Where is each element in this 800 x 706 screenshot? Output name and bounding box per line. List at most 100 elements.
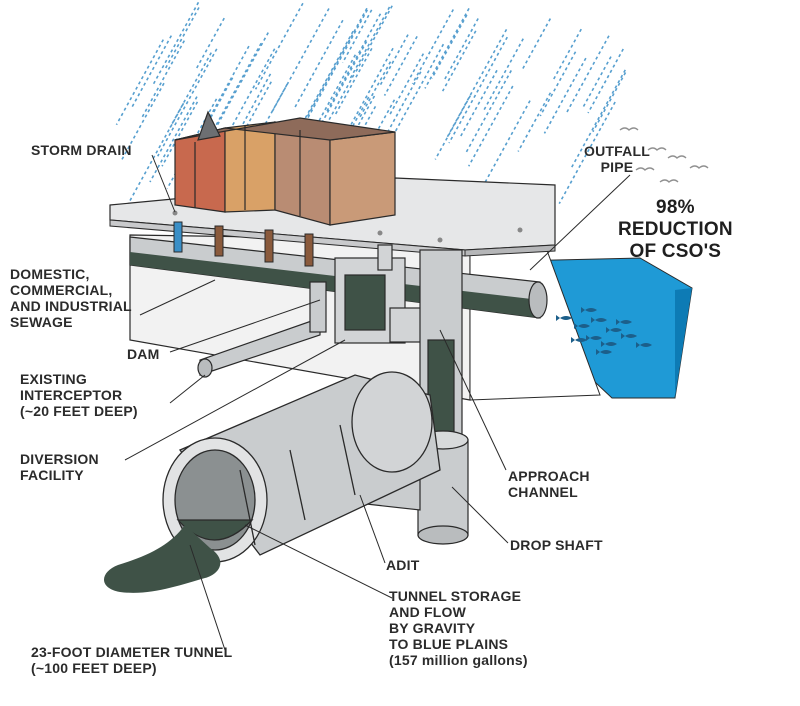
fish-icon	[591, 317, 607, 323]
rain-streak	[306, 7, 368, 118]
fish-icon	[621, 333, 637, 339]
label-approach-channel: APPROACH CHANNEL	[508, 468, 590, 500]
fish-icon	[596, 349, 612, 355]
label-line: TUNNEL STORAGE	[389, 588, 522, 604]
label-line: DIVERSION	[20, 451, 99, 467]
existing-interceptor-pipe	[197, 281, 327, 378]
fish-icon	[571, 337, 587, 343]
fish-icon	[574, 323, 590, 329]
label-line: OF CSO'S	[629, 241, 722, 262]
rain-streak	[271, 8, 330, 112]
rain-streak	[140, 40, 186, 119]
rain-streak	[237, 73, 272, 134]
label-line: 98%	[656, 197, 695, 218]
rain-streak	[569, 69, 626, 171]
rain-streak	[446, 28, 508, 138]
label-line: ADIT	[386, 557, 420, 573]
label-line: TO BLUE PLAINS	[389, 636, 509, 652]
rain-streak	[292, 19, 344, 111]
label-line: (~20 FEET DEEP)	[20, 403, 138, 419]
label-line: EXISTING	[20, 371, 87, 387]
label-line: DAM	[127, 346, 160, 362]
rain-streak	[306, 9, 369, 120]
building-drains	[173, 221, 314, 267]
rain-streak	[210, 42, 262, 135]
label-line: (~100 FEET DEEP)	[31, 660, 157, 676]
rain-streak	[169, 52, 212, 128]
rain-streak	[448, 36, 508, 144]
bird-icon	[659, 179, 679, 183]
bird-icon	[635, 167, 655, 171]
rain-streak	[213, 32, 269, 131]
label-line: SEWAGE	[10, 314, 73, 330]
rain-streak	[379, 71, 422, 146]
rain-streak	[517, 92, 552, 152]
rain-streak	[411, 9, 454, 85]
fish-icon	[581, 307, 597, 313]
buildings	[174, 110, 396, 226]
rain-streak	[464, 70, 512, 155]
label-line: AND FLOW	[389, 604, 467, 620]
label-line: DOMESTIC,	[10, 266, 90, 282]
rain-streak	[389, 53, 425, 115]
rain-streak	[131, 35, 173, 108]
fish-icon	[616, 319, 632, 325]
rain-streak	[587, 48, 624, 114]
label-line: AND INDUSTRIAL	[10, 298, 132, 314]
rain-streak	[441, 30, 477, 92]
label-dam: DAM	[127, 346, 159, 362]
sewage-spill	[104, 525, 221, 593]
rain-streak	[581, 56, 612, 110]
label-line: REDUCTION	[618, 219, 733, 240]
rain-streak	[149, 96, 198, 183]
rain-streak	[443, 18, 479, 81]
rain-streak	[390, 43, 445, 141]
label-line: PIPE	[600, 159, 634, 175]
label-line: CHANNEL	[508, 484, 578, 500]
rain-streak	[202, 45, 250, 130]
rain-streak	[483, 100, 531, 184]
rain-streak	[334, 47, 373, 115]
label-sewage: DOMESTIC, COMMERCIAL, AND INDUSTRIAL SEW…	[10, 266, 132, 330]
label-outfall-pipe: OUTFALL PIPE	[584, 143, 650, 175]
fish-icon	[586, 335, 602, 341]
fish-icon	[556, 315, 572, 321]
fish-icon	[601, 341, 617, 347]
fish-icon	[636, 342, 652, 348]
rain-streak	[383, 35, 418, 96]
rain-streak	[354, 5, 393, 73]
rain-streak	[152, 1, 200, 85]
label-cso-reduction: 98% REDUCTION OF CSO'S	[618, 197, 733, 263]
bird-icon	[667, 155, 687, 159]
rain-streak	[115, 39, 164, 126]
fish-school	[556, 307, 652, 355]
label-line: OUTFALL	[584, 143, 650, 159]
rain-streak	[558, 101, 616, 204]
label-line: (157 million gallons)	[389, 652, 528, 668]
label-adit: ADIT	[386, 557, 419, 573]
rain-streak	[326, 13, 382, 112]
rain-streak	[543, 57, 587, 134]
diversion-structure	[334, 244, 446, 344]
rain-streak	[566, 35, 610, 113]
rain-streak	[539, 51, 577, 117]
label-existing-interceptor: EXISTING INTERCEPTOR (~20 FEET DEEP)	[20, 371, 138, 419]
rain-streak	[434, 95, 472, 160]
label-storm-drain: STORM DRAIN	[31, 142, 132, 158]
rain-streak	[320, 41, 368, 125]
rain-streak	[157, 48, 218, 157]
rain-streak	[358, 61, 392, 120]
rain-streak	[161, 101, 199, 167]
label-line: APPROACH	[508, 468, 590, 484]
label-diversion-facility: DIVERSION FACILITY	[20, 451, 99, 483]
birds	[619, 127, 709, 183]
storage-tunnel	[162, 371, 441, 563]
label-line: DROP SHAFT	[510, 537, 603, 553]
label-tunnel-diameter: 23-FOOT DIAMETER TUNNEL (~100 FEET DEEP)	[31, 644, 232, 676]
leader-lines	[124, 154, 631, 651]
rain-streak	[379, 34, 409, 87]
bird-icon	[647, 147, 667, 151]
label-line: COMMERCIAL,	[10, 282, 113, 298]
rain-streak	[341, 9, 373, 64]
